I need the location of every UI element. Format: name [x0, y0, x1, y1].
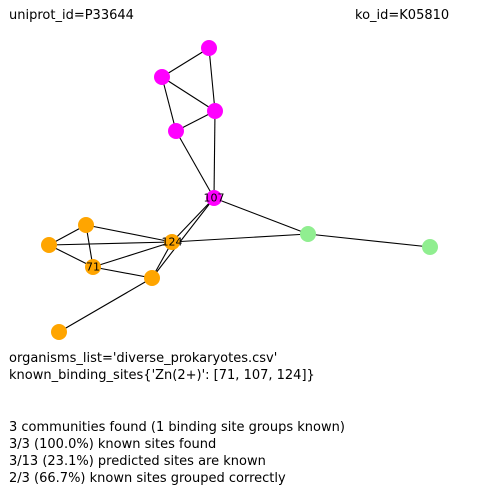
graph-node-g1: [300, 226, 316, 242]
graph-edge-m2-m3: [161, 76, 216, 112]
uniprot-id-label: uniprot_id=P33644: [9, 8, 134, 23]
graph-edge-g1-g2: [307, 233, 431, 248]
graph-node-m3: [207, 103, 223, 119]
known-binding-sites-label: known_binding_sites{'Zn(2+)': [71, 107, …: [9, 368, 315, 383]
graph-edge-o3-o4: [58, 277, 153, 333]
graph-node-o4: [51, 324, 67, 340]
graph-edge-o2-n71: [48, 244, 94, 268]
graph-node-o3: [144, 270, 160, 286]
graph-edge-n107-o3: [151, 197, 215, 279]
network-graph: 107 124 71: [41, 40, 438, 340]
graph-edges: [48, 47, 431, 333]
graph-edge-n71-o3: [92, 266, 153, 279]
known-sites-grouped: 2/3 (66.7%) known sites grouped correctl…: [9, 471, 286, 486]
graph-node-m1: [201, 40, 217, 56]
graph-edge-m1-m2: [161, 47, 210, 78]
node-label-124: 124: [162, 236, 183, 249]
organisms-list-label: organisms_list='diverse_prokaryotes.csv': [9, 351, 278, 366]
graph-edge-m2-m4: [161, 76, 177, 132]
graph-edge-m4-n107: [175, 130, 215, 199]
graph-node-n107: [206, 190, 222, 206]
ko-id-label: ko_id=K05810: [355, 8, 450, 23]
graph-edge-n107-n124: [171, 197, 215, 243]
graph-edge-o2-n124: [48, 241, 173, 246]
graph-edge-n71-n124: [92, 241, 173, 268]
graph-node-m4: [168, 123, 184, 139]
graph-edge-n107-g1: [213, 197, 309, 235]
graph-node-o1: [78, 217, 94, 233]
graph-edge-g1-n124: [171, 233, 309, 243]
graph-node-n71: [85, 259, 101, 275]
predicted-sites-known: 3/13 (23.1%) predicted sites are known: [9, 454, 266, 469]
graph-node-n124: [164, 234, 180, 250]
graph-node-o2: [41, 237, 57, 253]
node-label-71: 71: [86, 261, 100, 274]
graph-edge-o1-n124: [85, 224, 173, 243]
node-label-107: 107: [204, 192, 225, 205]
known-sites-found: 3/3 (100.0%) known sites found: [9, 437, 217, 452]
graph-edge-m3-n107: [213, 110, 216, 199]
graph-edge-m1-m3: [208, 47, 216, 112]
graph-node-m2: [154, 69, 170, 85]
graph-node-g2: [422, 239, 438, 255]
graph-nodes: 107 124 71: [41, 40, 438, 340]
communities-summary: 3 communities found (1 binding site grou…: [9, 420, 345, 435]
